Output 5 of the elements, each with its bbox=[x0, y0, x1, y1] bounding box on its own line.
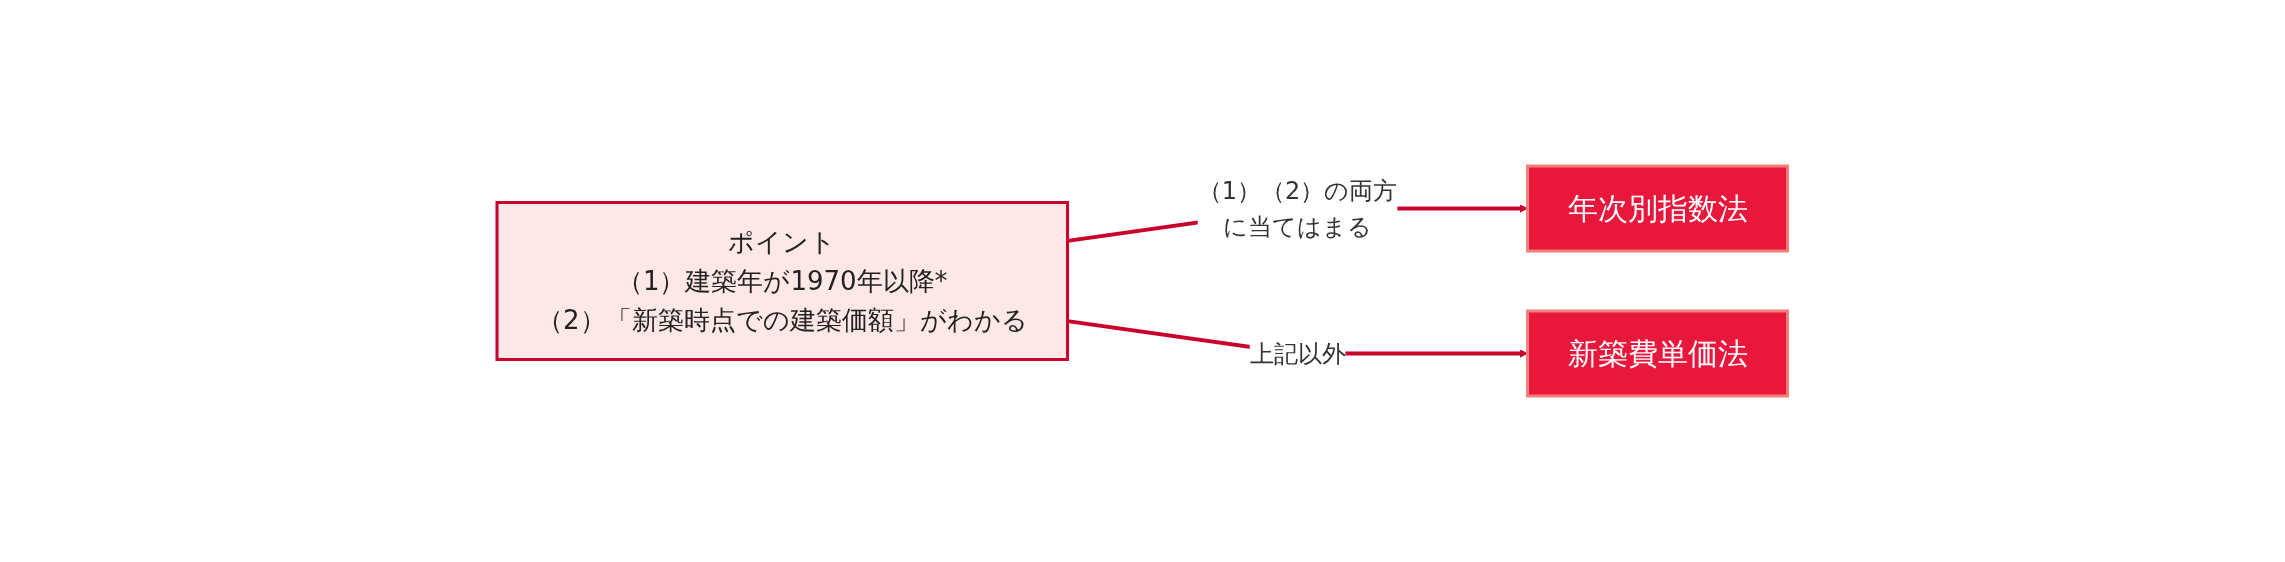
edge-label: 上記以外 bbox=[1249, 339, 1346, 368]
node-box: 年次別指数法 bbox=[1526, 164, 1790, 253]
edge-label: （1）（2）の両方に当てはまる bbox=[1197, 176, 1398, 241]
node-box: 新築費単価法 bbox=[1526, 309, 1790, 398]
node-box: ポイント （1）建築年が1970年以降* （2）「新築時点での建築価額」がわかる bbox=[495, 201, 1070, 361]
